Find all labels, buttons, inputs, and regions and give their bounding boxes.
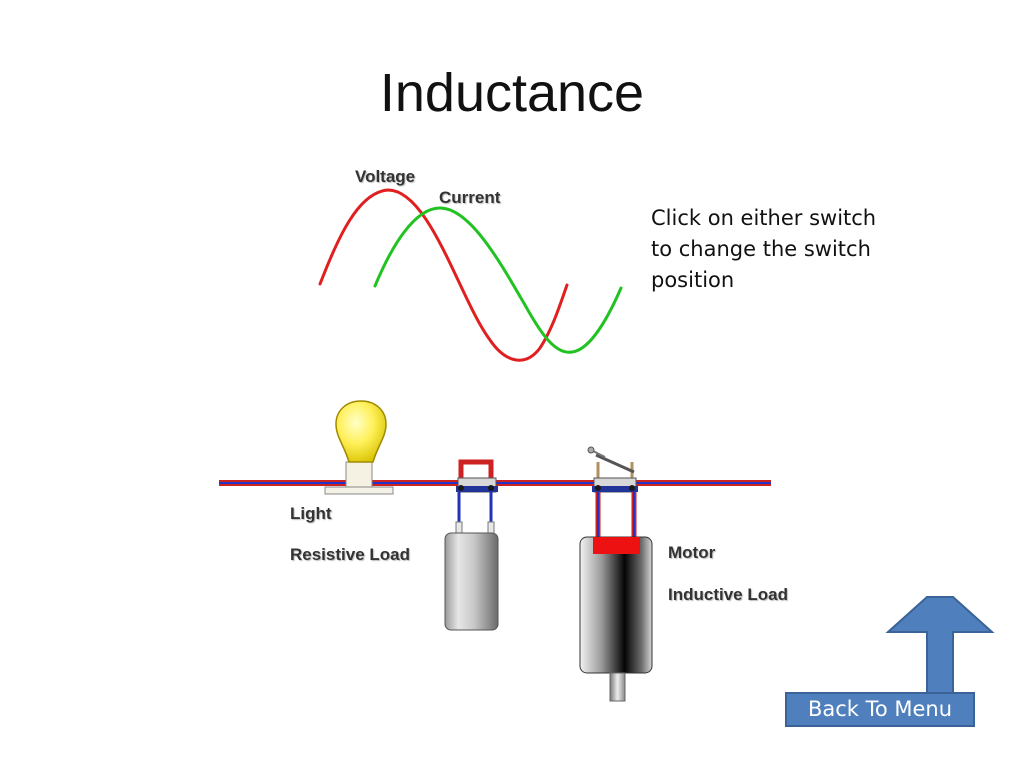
light-label: Light [290, 504, 332, 523]
current-label: Current [439, 188, 501, 207]
voltage-waveform [318, 188, 569, 362]
motor-body [579, 536, 653, 702]
right-switch[interactable] [587, 446, 638, 493]
back-to-menu-button[interactable]: Back To Menu [785, 692, 975, 727]
left-switch[interactable] [456, 459, 498, 493]
capacitor-leads [455, 492, 495, 537]
resistive-load-label: Resistive Load [290, 545, 410, 564]
capacitor-body [444, 532, 499, 631]
back-arrow-icon[interactable] [885, 596, 995, 696]
light-bulb-icon [324, 400, 394, 495]
instructions-line-3: position [651, 268, 735, 292]
motor-label: Motor [668, 543, 716, 562]
inductive-load-label: Inductive Load [668, 585, 788, 604]
instructions-line-2: to change the switch [651, 237, 871, 261]
current-waveform [373, 206, 623, 354]
instructions-text: Click on either switch to change the swi… [651, 203, 891, 296]
slide-title: Inductance [379, 63, 645, 123]
instructions-line-1: Click on either switch [651, 206, 877, 230]
voltage-label: Voltage [355, 167, 416, 186]
